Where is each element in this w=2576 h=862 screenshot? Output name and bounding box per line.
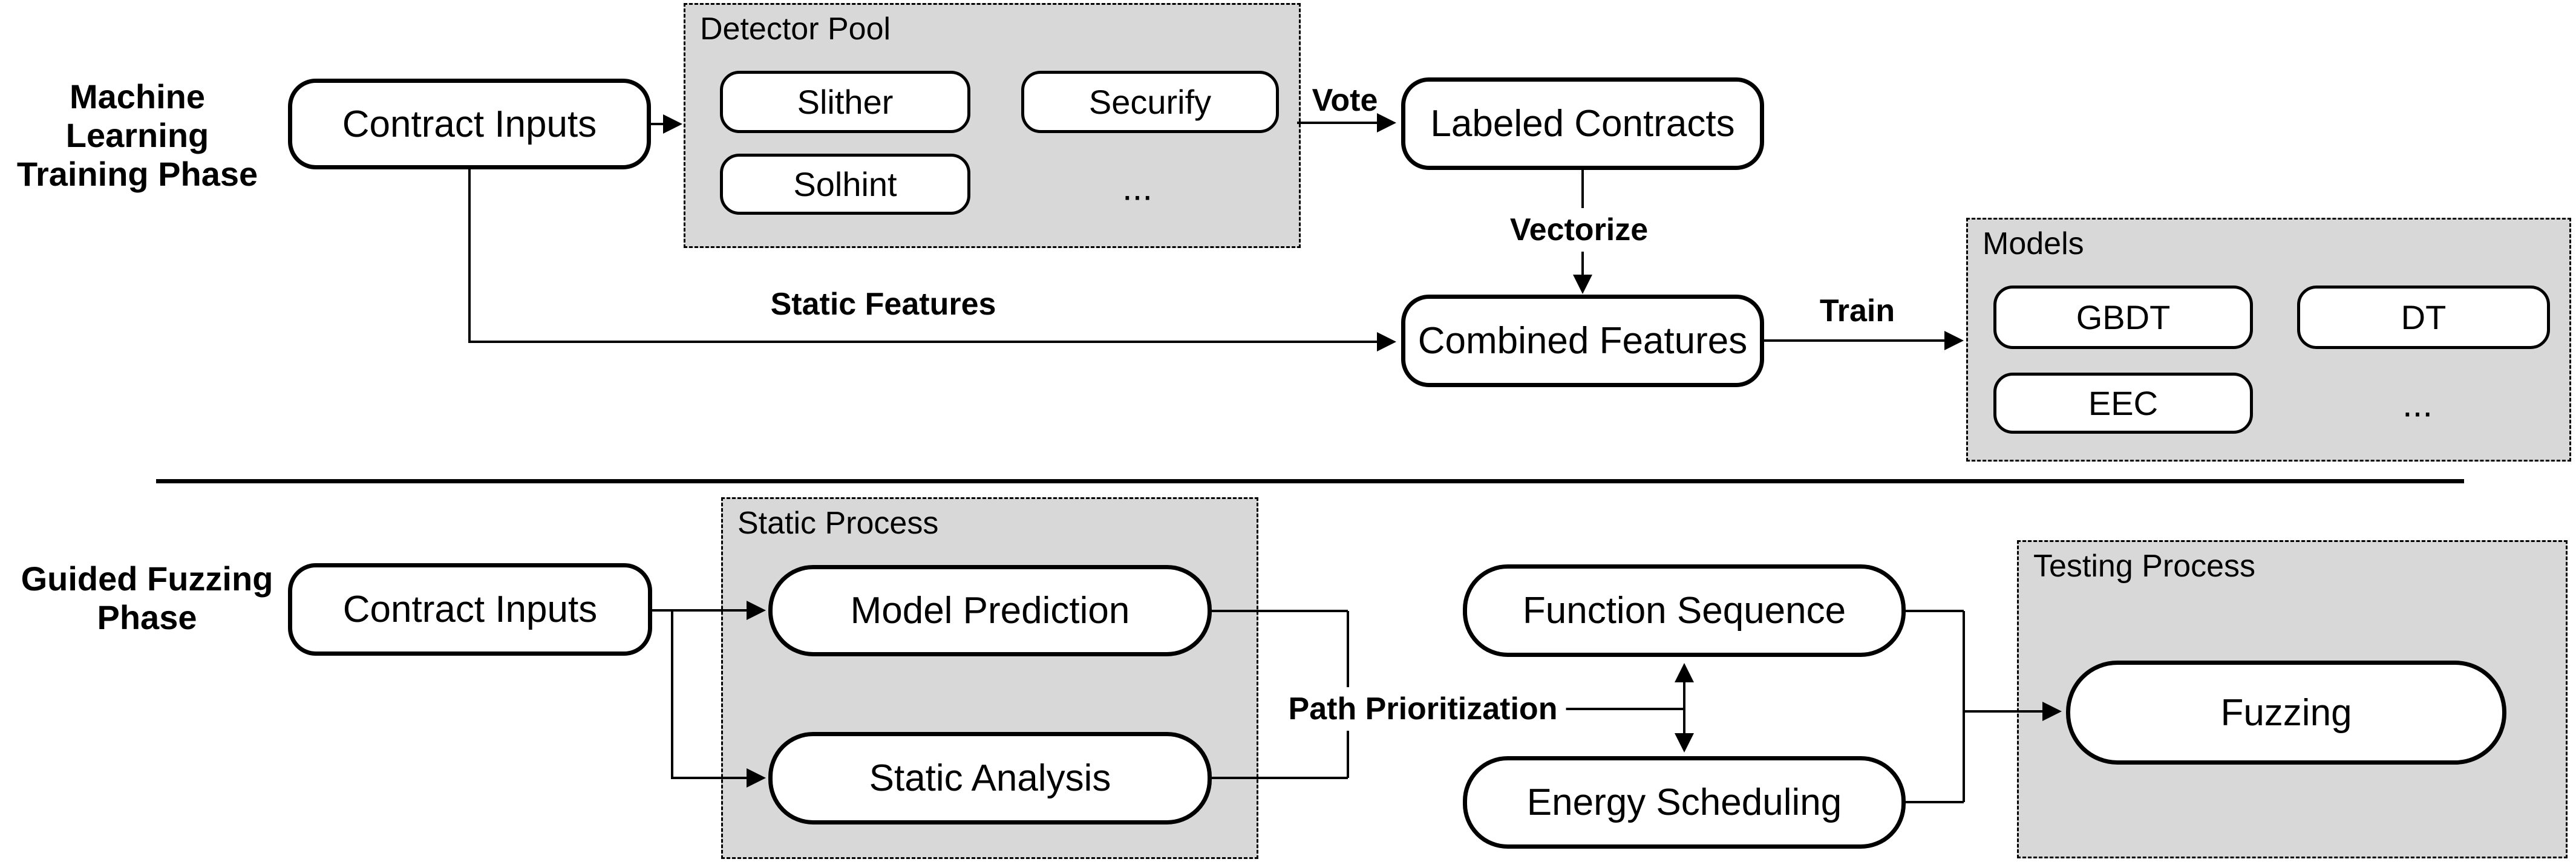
static-process-title: Static Process xyxy=(737,506,939,541)
training-phase-label: Machine Learning Training Phase xyxy=(4,77,270,194)
edge-contract-inputs-to-static-analysis xyxy=(671,610,766,788)
train-edge-label: Train xyxy=(1819,293,1895,328)
static-features-edge-label: Static Features xyxy=(770,287,996,322)
fuzzing-phase-label-line1: Guided Fuzzing xyxy=(21,560,273,598)
vote-edge-label: Vote xyxy=(1312,83,1378,118)
node-contract-inputs-top: Contract Inputs xyxy=(288,79,651,169)
testing-process-title: Testing Process xyxy=(2033,549,2256,584)
node-fuzzing: Fuzzing xyxy=(2066,661,2506,765)
node-eec: EEC xyxy=(1993,373,2253,434)
edge-sequence-scheduling-merge-bracket xyxy=(1906,610,1965,803)
node-combined-features: Combined Features xyxy=(1401,295,1764,387)
training-phase-label-line2: Training Phase xyxy=(16,155,258,193)
node-energy-scheduling: Energy Scheduling xyxy=(1463,756,1906,849)
path-prioritization-edge-label: Path Prioritization xyxy=(1280,687,1566,731)
training-phase-label-line1: Machine Learning xyxy=(65,77,209,154)
node-contract-inputs-bottom: Contract Inputs xyxy=(288,563,652,656)
phase-divider-line xyxy=(156,479,2464,483)
fuzzing-phase-label-line2: Phase xyxy=(97,598,197,636)
detector-pool-ellipsis: ... xyxy=(1122,167,1153,208)
node-slither: Slither xyxy=(720,71,970,133)
node-gbdt: GBDT xyxy=(1993,286,2253,349)
models-ellipsis: ... xyxy=(2402,384,2433,425)
detector-pool-title: Detector Pool xyxy=(700,11,891,47)
vectorize-edge-label: Vectorize xyxy=(1501,208,1657,252)
node-solhint: Solhint xyxy=(720,154,970,215)
fuzzing-phase-label: Guided Fuzzing Phase xyxy=(14,560,280,637)
node-securify: Securify xyxy=(1021,71,1279,133)
node-function-sequence: Function Sequence xyxy=(1463,564,1906,657)
models-title: Models xyxy=(1983,226,2084,261)
node-labeled-contracts: Labeled Contracts xyxy=(1401,77,1764,170)
node-dt: DT xyxy=(2297,286,2550,349)
node-model-prediction: Model Prediction xyxy=(768,565,1212,656)
edge-static-features-arrow xyxy=(468,169,1396,351)
node-static-analysis: Static Analysis xyxy=(768,732,1212,824)
